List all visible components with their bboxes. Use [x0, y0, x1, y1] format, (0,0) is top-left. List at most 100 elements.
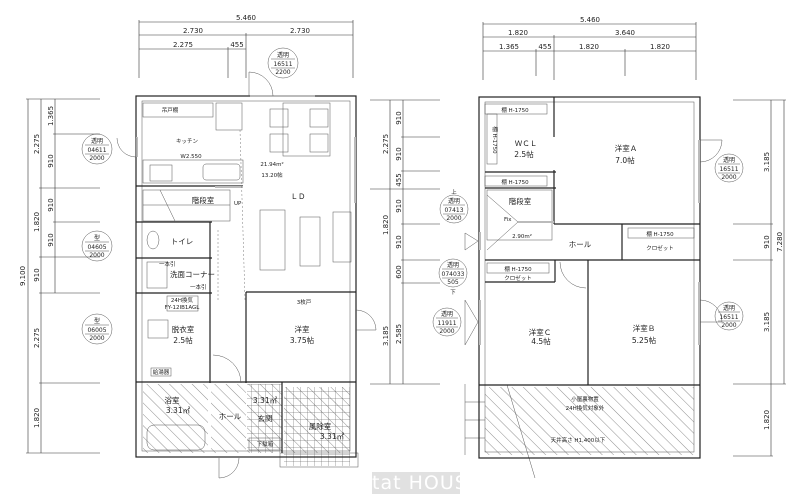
- window-code: 11911: [437, 320, 456, 327]
- shelf: [484, 175, 548, 187]
- room-c-door[interactable]: [559, 261, 587, 289]
- label-sliding2: 一本引: [190, 283, 207, 291]
- window-type: 透明: [441, 310, 453, 318]
- window-size: 2000: [89, 155, 104, 162]
- label-bath: 浴室: [165, 395, 180, 405]
- room-c-window: [464, 299, 479, 346]
- windbreak-floor-hatch-diag: [284, 387, 350, 453]
- watermark: tat HOUSE: [372, 472, 460, 494]
- dim-label: 910: [33, 268, 41, 281]
- dim-label: 2.275: [33, 328, 41, 348]
- shelf: [486, 113, 498, 165]
- window-size: 2000: [721, 322, 736, 329]
- window-size: 2000: [721, 174, 736, 181]
- balcony-door-upper[interactable]: [699, 139, 723, 163]
- dining-chair: [269, 133, 289, 153]
- label-water-heater: 給湯器: [153, 368, 170, 376]
- hall-door[interactable]: [212, 354, 242, 384]
- floor1-left-dimensions: 9.100 2.275 1.820 910 1.365 910 910 910 …: [19, 98, 100, 454]
- western-room-door[interactable]: [355, 309, 377, 331]
- window-code: 16511: [719, 166, 738, 173]
- refrigerator: [215, 102, 243, 131]
- dim-label: 2.730: [183, 27, 203, 35]
- label-attic-vent: 24H換気対象外: [566, 404, 605, 412]
- window-size: 2000: [439, 328, 454, 335]
- label-sliding1: 一本引: [159, 260, 176, 268]
- entrance-step: [279, 452, 359, 468]
- label-dressing: 脱衣室: [172, 324, 195, 334]
- window-size: 2000: [446, 215, 461, 222]
- label-dressing-jo: 2.5帖: [173, 335, 193, 345]
- label-ceiling-height: 天井高さ H1,400以下: [551, 436, 606, 444]
- label-western: 洋室: [295, 324, 310, 334]
- label-shoe-box: 下駄箱: [257, 440, 274, 448]
- label-bath-area: 3.31㎡: [166, 406, 191, 415]
- bathtub: [146, 424, 206, 451]
- dining-chair: [269, 108, 289, 128]
- shelf: [627, 227, 695, 239]
- window-code: 04611: [87, 147, 106, 154]
- dim-label: 2.275: [33, 134, 41, 154]
- label-shelf: 棚 H-1750: [646, 230, 674, 238]
- dim-label: 3.185: [763, 312, 771, 332]
- dim-label: 7.280: [776, 232, 784, 252]
- label-room-c: 洋室Ｃ: [529, 327, 552, 337]
- dim-label: 910: [47, 198, 55, 211]
- floor1-right-dimensions: 2.275 1.820 3.185: [370, 99, 440, 385]
- window-tag: 透明 11911 2000: [432, 307, 462, 337]
- label-hall: ホール: [219, 412, 242, 421]
- floor1-walls: [135, 95, 357, 458]
- dim-label: 1.365: [47, 106, 55, 126]
- floor2-walls: [478, 96, 701, 459]
- window-size: 2000: [89, 335, 104, 342]
- dim-label: 910: [395, 111, 403, 124]
- label-hanging-cabinet: 吊戸棚: [162, 106, 179, 114]
- label-shelf: 棚 H-1750: [501, 106, 529, 114]
- label-closet: クロゼット: [646, 244, 674, 252]
- dim-label: 1.820: [508, 29, 528, 37]
- dim-label: 3.185: [382, 326, 390, 346]
- vent-box: [166, 295, 199, 312]
- kitchen-side-door[interactable]: [116, 137, 137, 158]
- label-windbreak-area: 3.31㎡: [320, 432, 345, 441]
- dim-label: 910: [47, 154, 55, 167]
- hall-floor-hatch: [211, 384, 246, 453]
- washing-machine: [147, 319, 169, 339]
- window-type: 透明: [448, 197, 460, 205]
- stair-line: [486, 221, 519, 251]
- window-type: 型: [94, 234, 100, 242]
- window-type: 透明: [447, 261, 459, 269]
- window-code: 04605: [87, 244, 106, 251]
- tv-stand: [332, 211, 352, 263]
- dash-line: [239, 129, 246, 301]
- floor2-left-dimensions: 910 910 455 910 910 600 2.585: [395, 100, 440, 384]
- window-code: 16511: [273, 61, 292, 68]
- window-code: 07413: [444, 207, 463, 214]
- front-upper-door[interactable]: [248, 71, 274, 97]
- label-stairs: 階段室: [192, 195, 215, 205]
- dining-table: [282, 102, 331, 157]
- label-ld-area: 21.94m²: [260, 161, 283, 168]
- label-wcl-jo: 2.5帖: [514, 149, 534, 159]
- dim-label: 455: [230, 41, 243, 49]
- window-tag: 透明 074033 505: [438, 258, 468, 288]
- dim-label: 5.460: [236, 14, 256, 22]
- label-vent2: FY-12IB1AGL: [165, 305, 201, 311]
- dim-label: 3.640: [615, 29, 635, 37]
- dim-label: 5.460: [580, 16, 600, 24]
- stair-treads: [486, 189, 553, 241]
- dim-label: 1.365: [499, 43, 519, 51]
- balcony-door-lower[interactable]: [699, 299, 723, 323]
- label-counter-width: W2.550: [180, 154, 202, 160]
- dim-label: 1.820: [33, 212, 41, 232]
- floor1-roof-stairs-below: [464, 384, 536, 479]
- label-up-mark: 上: [451, 188, 457, 196]
- kitchen-sink: [202, 163, 241, 181]
- dim-label: 910: [395, 235, 403, 248]
- window-type: 透明: [277, 51, 289, 59]
- rear-door[interactable]: [218, 457, 240, 479]
- shoe-box: [248, 437, 281, 451]
- window-tag: 透明 16511 2200: [267, 47, 299, 79]
- stair-line: [159, 189, 176, 222]
- label-room-c-jo: 4.5帖: [531, 336, 551, 346]
